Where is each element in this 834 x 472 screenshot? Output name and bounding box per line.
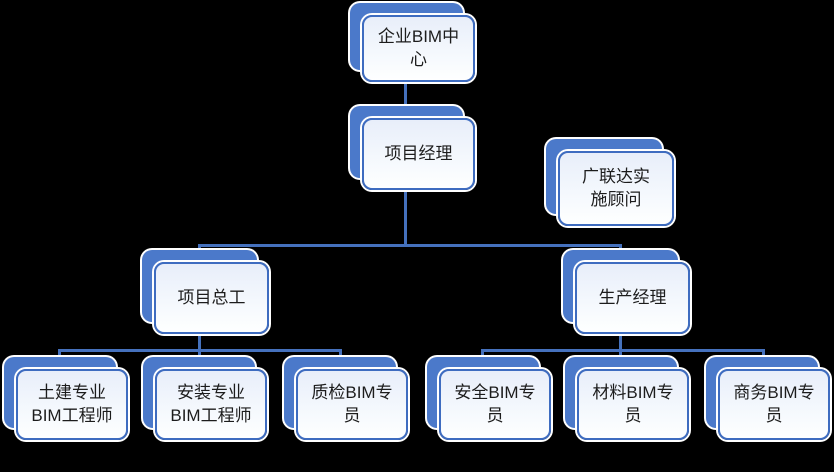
- org-node-commerce-bim-specialist[interactable]: 商务BIM专 员: [706, 357, 830, 440]
- node-card: 商务BIM专 员: [718, 369, 830, 440]
- org-node-quality-bim-specialist[interactable]: 质检BIM专 员: [284, 357, 408, 440]
- node-label: 广联达实 施顾问: [582, 167, 650, 209]
- connector-chief-bar: [58, 349, 342, 352]
- node-card: 生产经理: [575, 262, 690, 334]
- org-node-enterprise-bim-center[interactable]: 企业BIM中 心: [350, 3, 475, 82]
- node-label: 安装专业 BIM工程师: [170, 383, 252, 425]
- org-node-safety-bim-specialist[interactable]: 安全BIM专 员: [427, 357, 551, 440]
- connector-prod-drop: [619, 322, 622, 360]
- node-card: 土建专业 BIM工程师: [16, 369, 128, 440]
- connector-prod-bar: [481, 349, 765, 352]
- node-card: 安装专业 BIM工程师: [155, 369, 267, 440]
- node-card: 安全BIM专 员: [439, 369, 551, 440]
- node-label: 项目经理: [384, 143, 453, 163]
- org-node-glodon-consultant[interactable]: 广联达实 施顾问: [546, 139, 674, 226]
- connector-prod-stub-right: [762, 349, 765, 359]
- node-label: 土建专业 BIM工程师: [31, 383, 113, 425]
- org-node-civil-bim-engineer[interactable]: 土建专业 BIM工程师: [4, 357, 128, 440]
- connector-chief-drop: [198, 322, 201, 360]
- node-card: 广联达实 施顾问: [558, 151, 674, 226]
- connector-pm-drop: [404, 178, 407, 247]
- node-card: 项目经理: [362, 118, 475, 190]
- connector-level2-bar: [198, 244, 622, 247]
- connector-root-to-pm: [404, 70, 407, 108]
- node-card: 质检BIM专 员: [296, 369, 408, 440]
- org-node-project-chief-engineer[interactable]: 项目总工: [142, 250, 269, 334]
- node-label: 材料BIM专 员: [592, 383, 674, 425]
- node-label: 商务BIM专 员: [733, 383, 815, 425]
- node-card: 项目总工: [154, 262, 269, 334]
- org-node-installation-bim-engineer[interactable]: 安装专业 BIM工程师: [143, 357, 267, 440]
- node-label: 项目总工: [177, 287, 246, 307]
- connector-level2-stub-left: [198, 244, 201, 253]
- node-label: 生产经理: [598, 287, 667, 307]
- node-label: 安全BIM专 员: [454, 383, 536, 425]
- connector-chief-stub-right: [339, 349, 342, 359]
- org-node-project-manager[interactable]: 项目经理: [350, 106, 475, 190]
- node-label: 质检BIM专 员: [311, 383, 393, 425]
- connector-prod-stub-left: [481, 349, 484, 359]
- org-node-material-bim-specialist[interactable]: 材料BIM专 员: [565, 357, 689, 440]
- connector-chief-stub-left: [58, 349, 61, 359]
- node-label: 企业BIM中 心: [377, 27, 460, 69]
- node-card: 企业BIM中 心: [362, 15, 475, 82]
- node-card: 材料BIM专 员: [577, 369, 689, 440]
- connector-level2-stub-right: [619, 244, 622, 253]
- org-node-production-manager[interactable]: 生产经理: [563, 250, 690, 334]
